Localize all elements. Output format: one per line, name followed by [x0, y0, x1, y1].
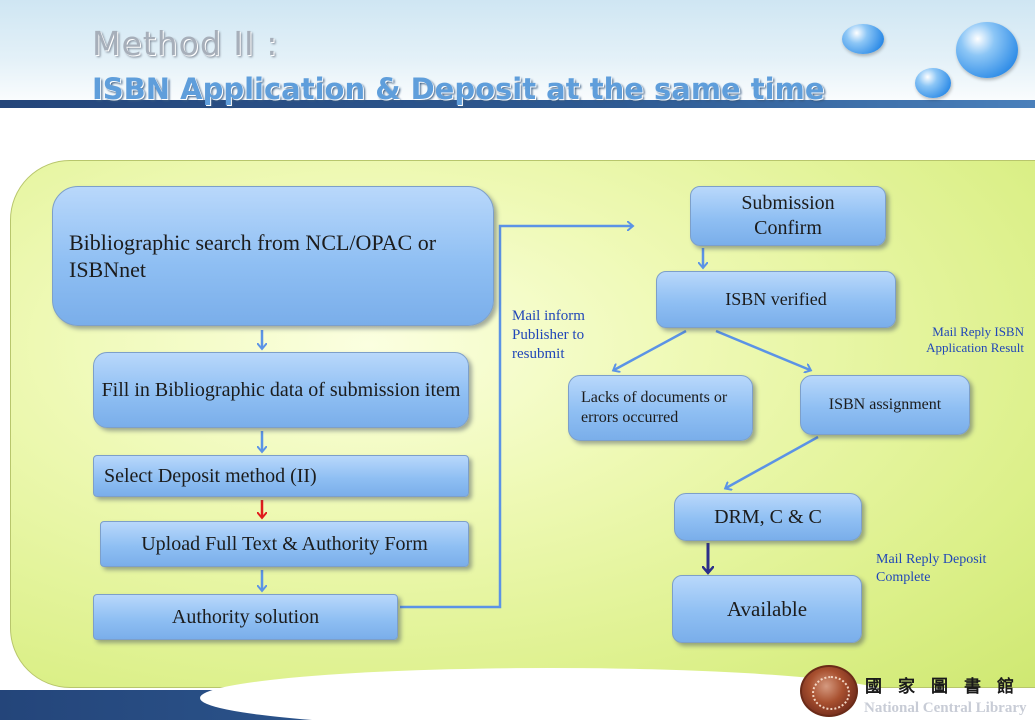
arrow-assignment-to-drm	[726, 435, 819, 488]
header	[0, 0, 1035, 110]
select-deposit-method-step: Select Deposit method (II)	[93, 455, 469, 497]
step-label: DRM, C & C	[714, 505, 822, 528]
library-name-english: National Central Library	[864, 700, 1027, 716]
arrow-verified-to-lacks	[614, 329, 687, 370]
library-name-chinese: 國家圖書館	[865, 677, 1030, 697]
step-label: Upload Full Text & Authority Form	[141, 532, 428, 555]
step-label: ISBN assignment	[828, 396, 942, 413]
step-label: Available	[726, 596, 808, 621]
upload-full-text-step: Upload Full Text & Authority Form	[100, 521, 469, 567]
decorative-bubble-icon	[842, 24, 884, 54]
step-label: Select Deposit method (II)	[104, 464, 317, 487]
drm-step: DRM, C & C	[674, 493, 862, 541]
decorative-bubble-icon	[915, 68, 951, 98]
decorative-bubble-icon	[956, 22, 1018, 78]
arrow-verified-to-assignment	[715, 329, 810, 370]
step-label: Bibliographic search from NCL/OPAC or IS…	[69, 229, 437, 283]
slide-title: Method II :	[92, 24, 279, 63]
lacks-of-documents-step: Lacks of documents or errors occurred	[568, 375, 753, 441]
submission-confirm-step: Submission Confirm	[690, 186, 886, 246]
isbn-result-note: Mail Reply ISBN Application Result	[926, 324, 1024, 355]
authority-solution-step: Authority solution	[93, 594, 398, 640]
fill-bibliographic-data-step: Fill in Bibliographic data of submission…	[93, 352, 469, 428]
header-divider	[0, 100, 1035, 108]
isbn-verified-step: ISBN verified	[656, 271, 896, 328]
step-label: Lacks of documents or errors occurred	[581, 389, 728, 426]
step-label: Submission Confirm	[741, 192, 835, 239]
isbn-assignment-step: ISBN assignment	[800, 375, 970, 435]
bibliographic-search-step: Bibliographic search from NCL/OPAC or IS…	[52, 186, 494, 326]
library-seal-icon	[800, 665, 858, 717]
arrow-authority-to-submission	[400, 226, 632, 609]
available-step: Available	[672, 575, 862, 643]
deposit-complete-note: Mail Reply Deposit Complete	[876, 552, 987, 585]
step-label: Authority solution	[171, 605, 320, 628]
step-label: Fill in Bibliographic data of submission…	[101, 378, 461, 401]
step-label: ISBN verified	[725, 289, 827, 310]
resubmit-note: Mail inform Publisher to resubmit	[512, 308, 585, 362]
footer-curve	[200, 668, 900, 720]
slide-subtitle: ISBN Application & Deposit at the same t…	[92, 72, 825, 106]
